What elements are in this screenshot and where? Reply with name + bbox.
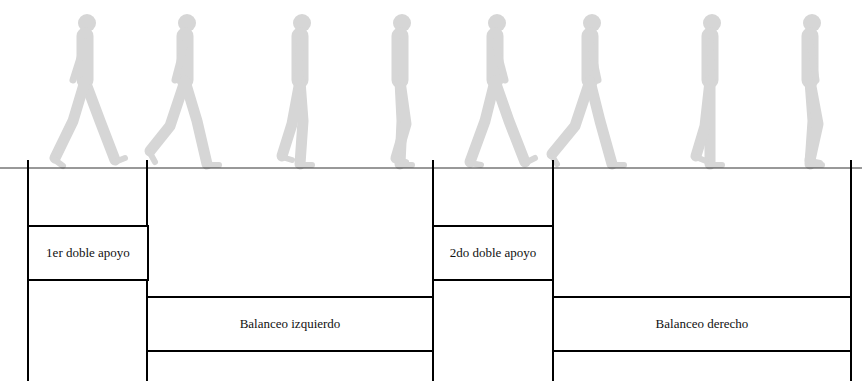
- phase-box: 2do doble apoyo: [432, 225, 554, 281]
- phase-label: 2do doble apoyo: [450, 245, 537, 261]
- walking-figure: [803, 14, 822, 165]
- phase-box: 1er doble apoyo: [27, 225, 149, 281]
- walking-figure: [470, 14, 535, 165]
- walking-figure: [282, 14, 312, 165]
- walking-figure: [552, 14, 624, 165]
- phase-label: 1er doble apoyo: [46, 245, 130, 261]
- phase-box: Balanceo derecho: [552, 296, 852, 352]
- phase-box: Balanceo izquierdo: [146, 296, 434, 352]
- phase-dividers: [28, 160, 851, 381]
- phase-label: Balanceo izquierdo: [240, 316, 341, 332]
- ground-line: [0, 168, 862, 169]
- walking-figure: [150, 14, 219, 165]
- walking-figure: [393, 14, 412, 165]
- phase-label: Balanceo derecho: [656, 316, 749, 332]
- walking-figure: [55, 14, 125, 166]
- walking-figures: [55, 14, 822, 166]
- walking-figure: [696, 14, 722, 165]
